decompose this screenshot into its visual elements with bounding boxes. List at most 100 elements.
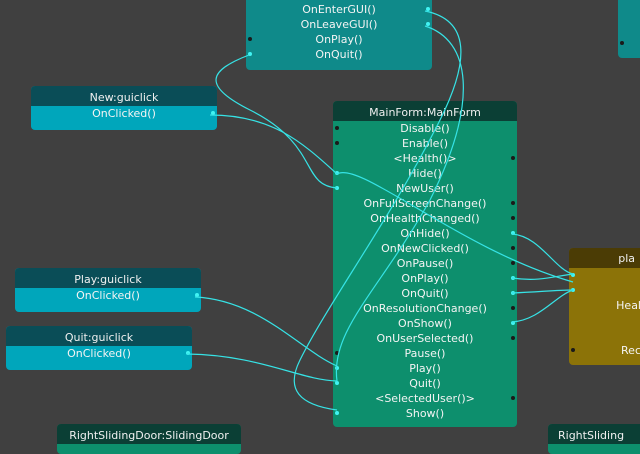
wire	[215, 54, 338, 189]
node-title: RightSlidingDoor:SlidingDoor	[57, 424, 241, 444]
input-port[interactable]	[571, 288, 575, 292]
output-port[interactable]	[511, 396, 515, 400]
row-onshow[interactable]: OnShow()	[333, 316, 517, 331]
wire	[209, 114, 338, 175]
output-port[interactable]	[511, 291, 515, 295]
row-show[interactable]: Show()	[333, 406, 517, 421]
player-row-health[interactable]: Heal	[569, 298, 640, 313]
top-row-onleave[interactable]: OnLeaveGUI()	[246, 17, 432, 32]
row-enable[interactable]: Enable()	[333, 136, 517, 151]
row-onhealthchanged[interactable]: OnHealthChanged()	[333, 211, 517, 226]
input-port[interactable]	[335, 381, 339, 385]
top-row-onquit[interactable]: OnQuit()	[246, 47, 432, 62]
row-onplay[interactable]: OnPlay()	[333, 271, 517, 286]
row-label: OnResolutionChange()	[363, 302, 487, 315]
wire	[511, 289, 574, 294]
output-port[interactable]	[426, 7, 430, 11]
output-port[interactable]	[211, 111, 215, 115]
row-selecteduser[interactable]: <SelectedUser()>	[333, 391, 517, 406]
row-label: Pause()	[404, 347, 446, 360]
top-right-node[interactable]	[618, 0, 640, 58]
output-port[interactable]	[511, 201, 515, 205]
input-port[interactable]	[248, 52, 252, 56]
row-onquit[interactable]: OnQuit()	[333, 286, 517, 301]
player-row-4[interactable]	[569, 313, 640, 328]
input-port[interactable]	[335, 171, 339, 175]
player-row-1[interactable]	[569, 268, 640, 283]
output-port[interactable]	[511, 246, 515, 250]
row-onhide[interactable]: OnHide()	[333, 226, 517, 241]
row-label: Play()	[409, 362, 441, 375]
output-port[interactable]	[511, 261, 515, 265]
row-onresolutionchange[interactable]: OnResolutionChange()	[333, 301, 517, 316]
quit-guiclick-node[interactable]: Quit:guiclick OnClicked()	[6, 326, 192, 370]
row-label: OnPlay()	[315, 33, 363, 46]
row-label: OnShow()	[398, 317, 452, 330]
row-label: Quit()	[409, 377, 441, 390]
row-label: OnQuit()	[315, 48, 363, 61]
player-row-5[interactable]	[569, 328, 640, 343]
row-label: OnClicked()	[92, 107, 156, 120]
input-port[interactable]	[335, 411, 339, 415]
row-onnewclicked[interactable]: OnNewClicked()	[333, 241, 517, 256]
row-health[interactable]: <Health()>	[333, 151, 517, 166]
new-guiclick-node[interactable]: New:guiclick OnClicked()	[31, 86, 217, 130]
player-node[interactable]: pla Heal Rec	[569, 248, 640, 365]
output-port[interactable]	[511, 276, 515, 280]
row-label: OnClicked()	[67, 347, 131, 360]
row-onuserselected[interactable]: OnUserSelected()	[333, 331, 517, 346]
input-port[interactable]	[248, 37, 252, 41]
row-disable[interactable]: Disable()	[333, 121, 517, 136]
row-onfullscreenchange[interactable]: OnFullScreenChange()	[333, 196, 517, 211]
output-port[interactable]	[511, 231, 515, 235]
input-port[interactable]	[571, 348, 575, 352]
player-row-rec[interactable]: Rec	[569, 343, 640, 358]
top-row-onplay[interactable]: OnPlay()	[246, 32, 432, 47]
row-label: <Health()>	[393, 152, 457, 165]
node-title: MainForm:MainForm	[333, 101, 517, 121]
right-sliding-door-node[interactable]: RightSlidingDoor:SlidingDoor	[57, 424, 241, 454]
right-sliding-node-2[interactable]: RightSliding	[548, 424, 640, 454]
player-row-2[interactable]	[569, 283, 640, 298]
output-port[interactable]	[186, 351, 190, 355]
row-label: Heal	[616, 299, 640, 312]
row-label: Hide()	[408, 167, 442, 180]
wire	[511, 233, 574, 275]
row-quit[interactable]: Quit()	[333, 376, 517, 391]
row-label: <SelectedUser()>	[375, 392, 475, 405]
output-port[interactable]	[426, 22, 430, 26]
row-play[interactable]: Play()	[333, 361, 517, 376]
row-label: OnPlay()	[401, 272, 449, 285]
top-node[interactable]: OnEnterGUI() OnLeaveGUI() OnPlay() OnQui…	[246, 0, 432, 70]
output-port[interactable]	[511, 321, 515, 325]
row-label: OnNewClicked()	[381, 242, 469, 255]
row-pause[interactable]: Pause()	[333, 346, 517, 361]
onclicked-row[interactable]: OnClicked()	[6, 346, 192, 361]
row-hide[interactable]: Hide()	[333, 166, 517, 181]
input-port[interactable]	[571, 273, 575, 277]
play-guiclick-node[interactable]: Play:guiclick OnClicked()	[15, 268, 201, 312]
node-title: pla	[569, 248, 640, 268]
node-title: RightSliding	[548, 424, 640, 444]
input-port[interactable]	[620, 41, 624, 45]
row-label: Show()	[405, 407, 445, 420]
row-newuser[interactable]: NewUser()	[333, 181, 517, 196]
output-port[interactable]	[195, 293, 199, 297]
row-label: OnQuit()	[401, 287, 449, 300]
output-port[interactable]	[511, 156, 515, 160]
mainform-node[interactable]: MainForm:MainForm Disable() Enable() <He…	[333, 101, 517, 427]
top-row-onenter[interactable]: OnEnterGUI()	[246, 2, 432, 17]
onclicked-row[interactable]: OnClicked()	[31, 106, 217, 121]
output-port[interactable]	[511, 216, 515, 220]
onclicked-row[interactable]: OnClicked()	[15, 288, 201, 303]
output-port[interactable]	[511, 336, 515, 340]
input-port[interactable]	[335, 366, 339, 370]
input-port[interactable]	[335, 141, 339, 145]
row-label: Enable()	[401, 137, 449, 150]
row-onpause[interactable]: OnPause()	[333, 256, 517, 271]
output-port[interactable]	[511, 306, 515, 310]
input-port[interactable]	[335, 186, 339, 190]
input-port[interactable]	[335, 126, 339, 130]
input-port[interactable]	[335, 351, 339, 355]
wire	[186, 353, 338, 382]
